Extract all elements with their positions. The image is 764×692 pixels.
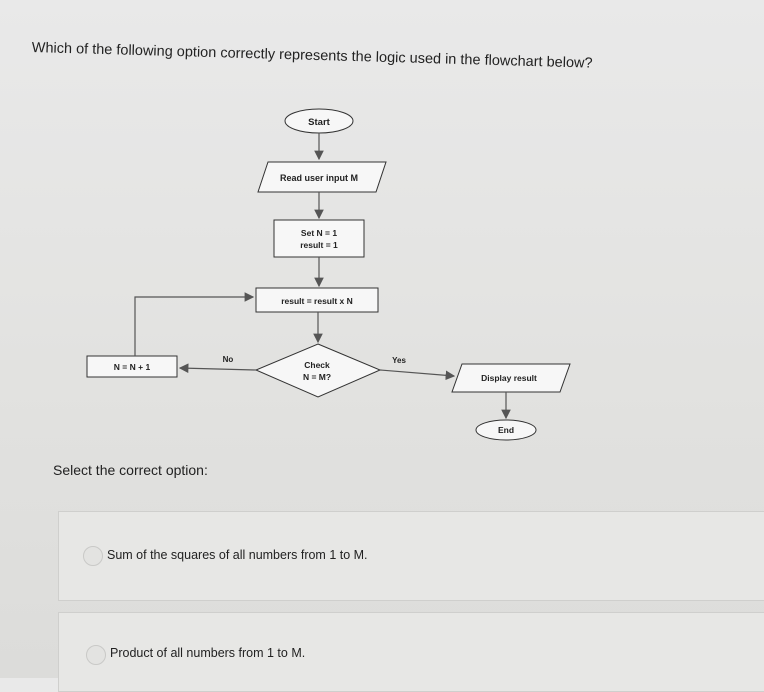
flow-no-label: No	[223, 355, 234, 364]
flow-yes-label: Yes	[392, 356, 406, 365]
flow-increment-label: N = N + 1	[114, 362, 151, 372]
answer-option-1[interactable]: Sum of the squares of all numbers from 1…	[58, 511, 764, 601]
flow-end-label: End	[498, 425, 514, 435]
flow-process-label: result = result x N	[281, 296, 353, 306]
flow-init-label-2: result = 1	[300, 240, 338, 250]
flow-input-label: Read user input M	[280, 173, 358, 183]
radio-button[interactable]	[83, 546, 103, 566]
flow-decision-label-2: N = M?	[303, 372, 331, 382]
flow-start-label: Start	[308, 117, 330, 128]
flow-output-label: Display result	[481, 373, 537, 383]
flow-decision-shape	[254, 343, 382, 398]
radio-button[interactable]	[86, 645, 106, 665]
answer-option-text: Sum of the squares of all numbers from 1…	[107, 548, 368, 562]
answer-option-text: Product of all numbers from 1 to M.	[110, 646, 306, 660]
flow-arrow	[178, 363, 257, 374]
flowchart: Start Read user input M Set N = 1 result…	[86, 108, 571, 441]
flow-init-label-1: Set N = 1	[301, 228, 337, 238]
select-option-label: Select the correct option:	[53, 462, 208, 478]
answer-option-2[interactable]: Product of all numbers from 1 to M.	[58, 612, 764, 692]
flow-arrow	[379, 369, 456, 381]
flow-process-shape	[255, 287, 379, 313]
flow-loop-line	[134, 292, 255, 356]
flow-increment-shape	[86, 355, 178, 378]
flow-output-shape	[451, 363, 571, 393]
flow-decision-label-1: Check	[304, 360, 330, 370]
flow-end-shape	[475, 419, 537, 441]
flow-init-shape	[273, 219, 365, 258]
flow-input-shape	[257, 161, 387, 193]
